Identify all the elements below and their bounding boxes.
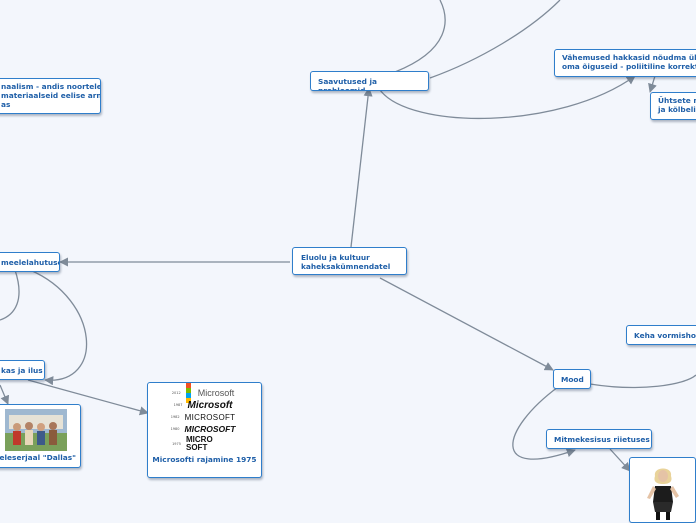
fashion-figure-photo-icon <box>634 462 691 520</box>
logo-row: 1980 MICROSOFT <box>148 423 257 435</box>
topic-wealth-node[interactable]: kas ja ilus <box>0 360 45 380</box>
achievements-label: Saavutused ja probleemid <box>318 77 377 91</box>
connector-achievements-up2 <box>429 0 561 79</box>
logo-word: MICROSOFT <box>184 423 236 434</box>
connector-wealth-microsoft <box>27 379 149 416</box>
topic-fashion-photo-node[interactable] <box>629 457 696 523</box>
topic-entertainment-node[interactable]: meelelahutuses <box>0 252 60 272</box>
connector-fashion-variety <box>512 386 576 460</box>
connector-entertainment-wealth <box>29 269 88 386</box>
logo-row: 2012 Microsoft <box>148 383 257 403</box>
connector-minorities-unity <box>648 75 657 93</box>
logo-year: 1982 <box>170 414 180 419</box>
minorities-line-2: oma õiguseid - poliitiline korrekts <box>562 62 696 71</box>
connector-center-fashion <box>379 277 554 371</box>
entertainment-label: meelelahutuses <box>1 258 59 267</box>
logo-row: 1987 Microsoft <box>148 399 257 411</box>
logo-row: 1975 MICRO SOFT <box>148 435 257 453</box>
topic-center-node[interactable]: Eluolu ja kultuur kaheksakümnendatel <box>292 247 407 275</box>
topic-body-shaping-node[interactable]: Keha vormishoi <box>626 325 696 345</box>
fashion-label: Mood <box>561 375 584 384</box>
microsoft-caption: Microsofti rajamine 1975 <box>152 455 257 464</box>
materialism-line-1: naalism - andis noortele <box>1 82 101 91</box>
dallas-label: eleserjaal "Dallas" <box>0 453 76 462</box>
topic-dallas-node[interactable]: eleserjaal "Dallas" <box>0 404 81 468</box>
logo-year: 1987 <box>173 402 183 407</box>
minorities-line-1: Vähemused hakkasid nõudma üha <box>562 53 696 62</box>
topic-minorities-node[interactable]: Vähemused hakkasid nõudma üha oma õiguse… <box>554 49 696 77</box>
logo-year: 2012 <box>171 390 181 395</box>
logo-year: 1975 <box>172 441 181 446</box>
center-line-2: kaheksakümnendatel <box>301 262 391 271</box>
topic-microsoft-node[interactable]: 2012 Microsoft 1987 Microsoft 1982 MICRO… <box>147 382 262 478</box>
topic-clothing-variety-node[interactable]: Mitmekesisus riietuses <box>546 429 652 449</box>
wealth-label: kas ja ilus <box>1 366 43 375</box>
logo-word: MICRO SOFT <box>186 435 213 452</box>
connector-fashion-body <box>589 374 696 389</box>
logo-row: 1982 MICROSOFT <box>148 411 257 423</box>
unity-line-2: ja kõlbeli <box>658 105 696 114</box>
microsoft-logo-history: 2012 Microsoft 1987 Microsoft 1982 MICRO… <box>148 383 257 453</box>
center-line-1: Eluolu ja kultuur <box>301 253 370 262</box>
logo-year: 1980 <box>170 426 180 431</box>
connector-entertainment-loop <box>0 269 20 321</box>
topic-unity-node[interactable]: Ühtsete n ja kõlbeli <box>650 92 696 120</box>
materialism-line-2: materiaalseid eelise arnedada <box>1 91 100 100</box>
unity-line-1: Ühtsete n <box>658 96 696 105</box>
connector-center-achievements <box>350 87 373 248</box>
logo-word: MICROSOFT <box>184 412 236 422</box>
logo-word: Microsoft <box>187 399 233 411</box>
family-photo-icon <box>4 409 67 451</box>
topic-fashion-node[interactable]: Mood <box>553 369 591 389</box>
clothing-variety-label: Mitmekesisus riietuses <box>554 435 650 444</box>
topic-materialism-node[interactable]: naalism - andis noortele materiaalseid e… <box>0 78 101 114</box>
connector-achievements-minorities <box>379 75 636 120</box>
connector-achievements-up1 <box>394 0 446 73</box>
four-squares-logo-icon <box>185 383 191 403</box>
topic-achievements-node[interactable]: Saavutused ja probleemid <box>310 71 429 91</box>
connector-wealth-dallas <box>0 384 10 405</box>
logo-word: Microsoft <box>197 387 235 398</box>
materialism-line-3: as <box>1 100 11 109</box>
body-shaping-label: Keha vormishoi <box>634 331 696 340</box>
connector-variety-photo <box>609 448 631 472</box>
